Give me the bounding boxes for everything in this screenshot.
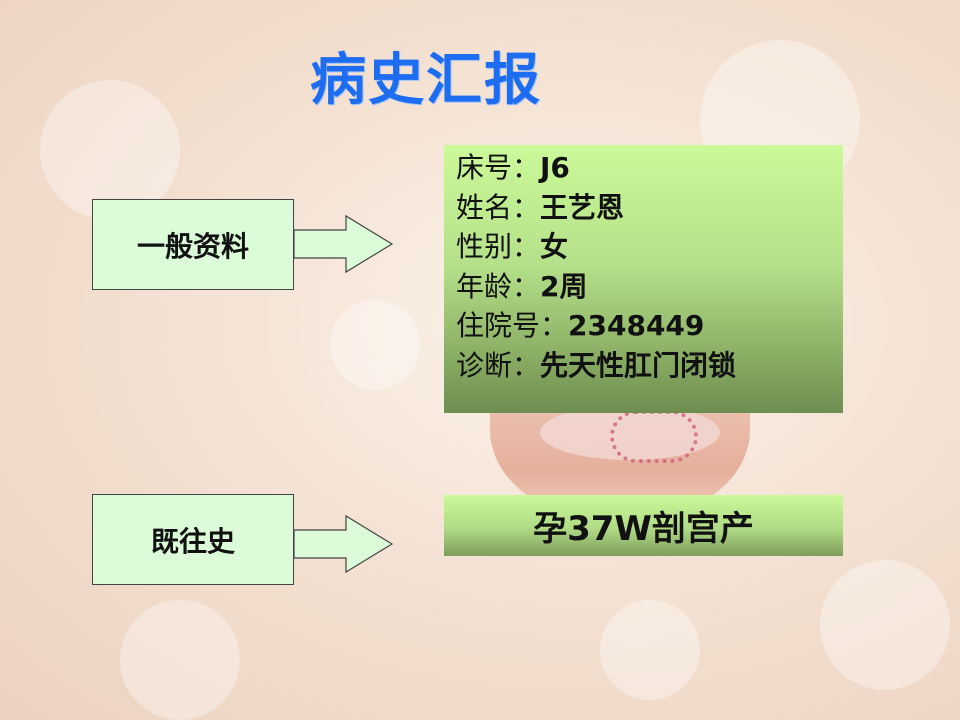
history-label: 既往史: [150, 524, 235, 558]
history-detail-panel: 孕37W剖宫产: [444, 495, 843, 556]
info-row-label: 年龄：: [456, 269, 541, 303]
info-row-value: 王艺恩: [540, 190, 625, 224]
info-row-label: 住院号：: [456, 309, 569, 342]
info-row-value: 2348449: [568, 309, 705, 342]
info-row: 住院号：2348449: [456, 306, 843, 346]
slide-title: 病史汇报: [310, 48, 542, 113]
info-row: 姓名：王艺恩: [456, 188, 843, 228]
info-row-value: 女: [540, 230, 569, 263]
info-row: 年龄：2周: [456, 267, 843, 307]
history-box: 既往史: [92, 494, 294, 585]
info-row-value: J6: [540, 151, 570, 184]
background-bokeh-6: [600, 600, 700, 700]
arrow-right-icon: [293, 214, 394, 274]
latte-heart: [610, 410, 698, 463]
general-info-label: 一般资料: [136, 229, 249, 263]
info-row-label: 床号：: [456, 151, 541, 184]
info-row-label: 性别：: [456, 230, 541, 263]
background-bokeh-4: [820, 560, 950, 690]
info-row: 诊断：先天性肛门闭锁: [456, 346, 843, 386]
info-row-label: 姓名：: [456, 190, 541, 224]
background-bokeh-3: [120, 600, 240, 720]
general-info-box: 一般资料: [92, 199, 294, 290]
info-row-value: 先天性肛门闭锁: [540, 348, 737, 382]
info-row: 床号：J6: [456, 148, 843, 188]
history-detail-text: 孕37W剖宫产: [533, 509, 754, 549]
background-bokeh-5: [330, 300, 420, 390]
info-row-value: 2周: [540, 269, 588, 303]
background-bokeh-1: [40, 80, 180, 220]
info-row-label: 诊断：: [456, 348, 541, 382]
info-row: 性别：女: [456, 227, 843, 267]
arrow-right-icon: [293, 514, 394, 574]
